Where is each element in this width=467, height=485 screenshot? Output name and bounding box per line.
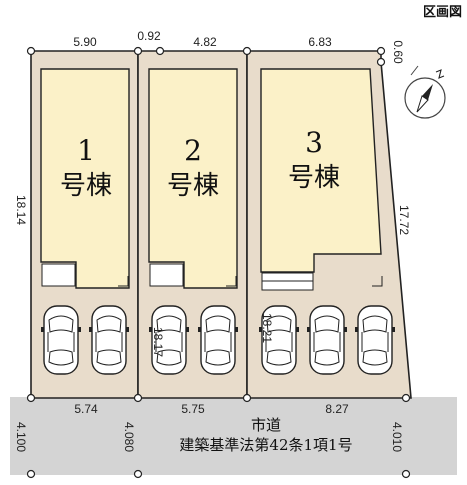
road-name: 市道 — [251, 416, 281, 434]
lot-1-number: 1 — [77, 134, 95, 167]
road-designation: 建築基準法第42条1項1号 — [179, 436, 352, 454]
porch-2 — [149, 263, 184, 287]
lot-3-number: 3 — [305, 126, 323, 159]
corner-points — [26, 46, 411, 479]
mark-1 — [118, 276, 129, 287]
building-1 — [40, 68, 130, 289]
car-icon — [88, 305, 130, 375]
lot-2-number: 2 — [184, 134, 202, 167]
dim-top-corner: 0.60 — [391, 40, 405, 64]
dim-front-lot3: 8.27 — [325, 402, 349, 416]
dim-road-left: 4.100 — [14, 422, 28, 452]
dim-inner-a: 18.17 — [151, 327, 165, 357]
mark-2 — [226, 276, 237, 287]
dim-top-lot1: 5.90 — [73, 35, 97, 49]
building-2 — [148, 68, 238, 289]
dim-right: 17.72 — [397, 205, 411, 235]
dim-inner-b: 18.21 — [260, 313, 274, 343]
dim-top-lot2: 4.82 — [193, 35, 217, 49]
dim-front-lot2: 5.75 — [181, 402, 205, 416]
page-title: 区画図 — [423, 5, 462, 20]
porch-1 — [41, 263, 76, 287]
car-icon — [306, 305, 348, 375]
dim-road-right: 4.010 — [390, 422, 404, 452]
dim-top-lot3: 6.83 — [308, 35, 332, 49]
car-icon — [40, 305, 82, 375]
dim-left: 18.14 — [14, 195, 28, 225]
lot-1-label: 号棟 — [60, 171, 112, 201]
car-icon — [354, 305, 396, 375]
dim-front-lot1: 5.74 — [74, 402, 98, 416]
lot-3-label: 号棟 — [288, 163, 340, 193]
lot-2-label: 号棟 — [167, 171, 219, 201]
road — [10, 397, 457, 475]
mark-3 — [372, 276, 383, 287]
car-icon — [197, 305, 239, 375]
north-arrow-icon — [404, 65, 446, 119]
building-3 — [260, 68, 382, 273]
dim-road-mid: 4.080 — [122, 422, 136, 452]
dim-top-gap: 0.92 — [137, 29, 161, 43]
